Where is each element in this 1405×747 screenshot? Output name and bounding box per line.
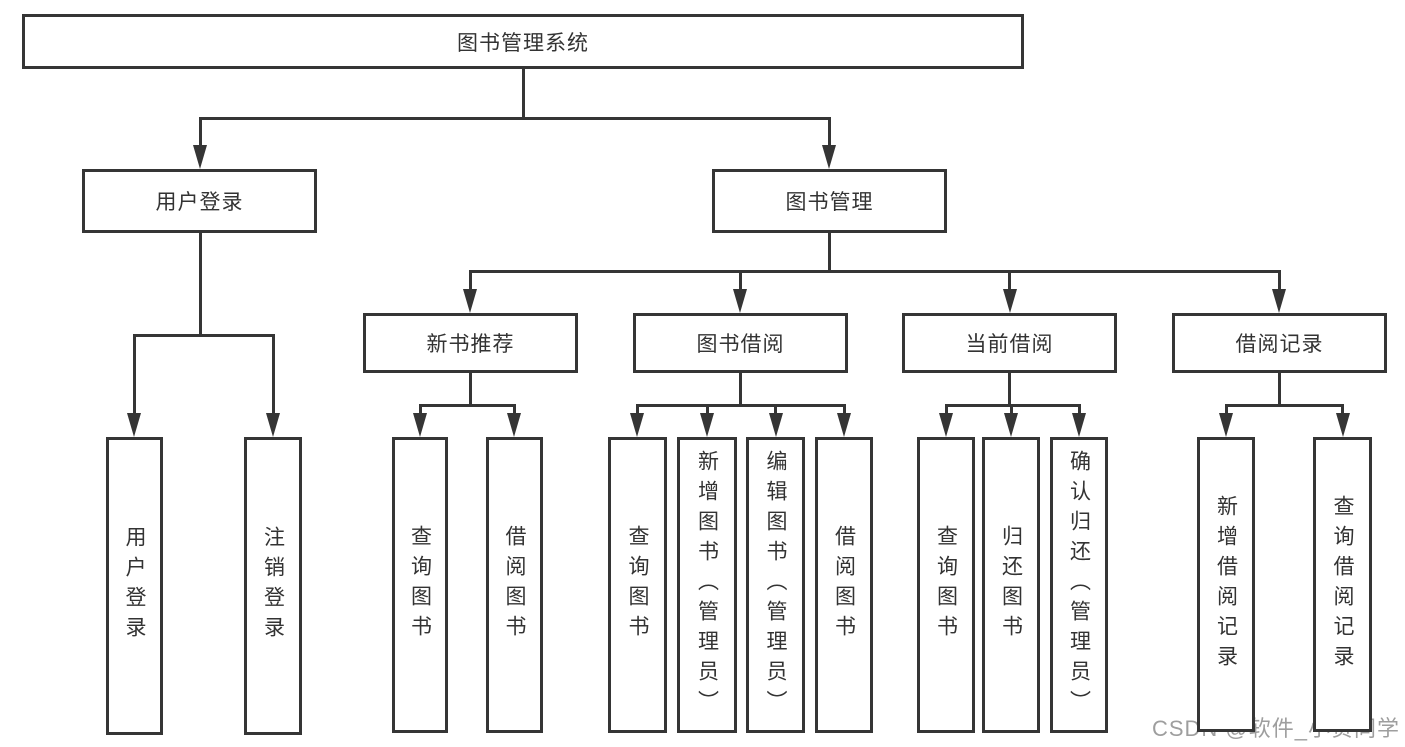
node-label-query-books-3: 查询图书: [934, 525, 958, 645]
arrowhead-down-icon: [630, 413, 644, 437]
node-return-books: 归还图书: [982, 437, 1040, 733]
connector-line: [738, 373, 742, 406]
arrowhead-down-icon: [700, 413, 714, 437]
arrowhead-down-icon: [1272, 289, 1286, 313]
connector-line: [468, 271, 472, 297]
connector-line: [827, 118, 831, 153]
arrowhead-down-icon: [413, 413, 427, 437]
node-label-query-borrow-record: 查询借阅记录: [1331, 494, 1354, 675]
arrowhead-down-icon: [463, 289, 477, 313]
arrowhead-down-icon: [1002, 289, 1017, 313]
node-add-books-admin: 新增图书（管理员）: [677, 437, 737, 733]
arrowhead-down-icon: [193, 145, 207, 169]
node-label-borrow-books-1: 借阅图书: [503, 525, 526, 645]
node-label-book-mgmt: 图书管理: [785, 191, 874, 214]
arrowhead-down-icon: [939, 413, 953, 437]
node-root: 图书管理系统: [22, 14, 1024, 69]
connector-line: [944, 403, 1081, 407]
node-query-books-2: 查询图书: [608, 437, 667, 733]
node-current-borrow: 当前借阅: [902, 313, 1117, 373]
node-label-user-login-leaf: 用户登录: [123, 526, 146, 646]
node-label-add-borrow-record: 新增借阅记录: [1214, 494, 1238, 675]
node-query-borrow-record: 查询借阅记录: [1313, 437, 1372, 732]
node-borrow-books-1: 借阅图书: [486, 437, 543, 733]
node-add-borrow-record: 新增借阅记录: [1197, 437, 1255, 732]
node-label-root: 图书管理系统: [457, 31, 589, 55]
connector-line: [1277, 271, 1281, 297]
node-label-edit-books-admin: 编辑图书（管理员）: [764, 450, 787, 720]
arrowhead-down-icon: [1004, 413, 1018, 437]
arrowhead-down-icon: [1072, 413, 1086, 437]
node-label-book-borrow: 图书借阅: [696, 333, 785, 356]
arrowhead-down-icon: [266, 413, 280, 437]
arrowhead-down-icon: [837, 413, 851, 437]
node-edit-books-admin: 编辑图书（管理员）: [746, 437, 805, 733]
connector-line: [827, 233, 831, 272]
connector-line: [1007, 373, 1011, 406]
node-label-logout-leaf: 注销登录: [261, 526, 285, 646]
node-confirm-return-admin: 确认归还（管理员）: [1050, 437, 1108, 733]
connector-line: [1277, 373, 1281, 406]
connector-line: [198, 117, 831, 120]
connector-line: [521, 69, 525, 119]
node-label-borrow-books-2: 借阅图书: [832, 525, 856, 645]
node-borrow-records: 借阅记录: [1172, 313, 1387, 373]
node-query-books-3: 查询图书: [917, 437, 975, 733]
arrowhead-down-icon: [127, 413, 141, 437]
arrowhead-down-icon: [507, 413, 521, 437]
node-label-borrow-records: 借阅记录: [1235, 333, 1324, 356]
arrowhead-down-icon: [1335, 413, 1350, 437]
connector-line: [1008, 271, 1011, 297]
node-user-login: 用户登录: [82, 169, 317, 233]
node-label-query-books-1: 查询图书: [408, 525, 432, 645]
connector-line: [738, 271, 742, 297]
connector-line: [1224, 403, 1344, 407]
node-query-books-1: 查询图书: [392, 437, 448, 733]
arrowhead-down-icon: [822, 145, 836, 169]
arrowhead-down-icon: [768, 413, 783, 437]
node-label-query-books-2: 查询图书: [626, 525, 649, 645]
node-book-mgmt: 图书管理: [712, 169, 947, 233]
connector-line: [198, 233, 202, 335]
node-new-book-rec: 新书推荐: [363, 313, 578, 373]
connector-line: [198, 118, 202, 153]
connector-line: [468, 269, 1281, 273]
node-book-borrow: 图书借阅: [633, 313, 848, 373]
node-user-login-leaf: 用户登录: [106, 437, 163, 735]
arrowhead-down-icon: [1219, 413, 1233, 437]
arrowhead-down-icon: [733, 289, 747, 313]
connector-line: [271, 335, 275, 421]
node-borrow-books-2: 借阅图书: [815, 437, 873, 733]
node-label-new-book-rec: 新书推荐: [426, 333, 515, 356]
connector-line: [132, 333, 275, 337]
node-label-return-books: 归还图书: [999, 525, 1023, 645]
node-label-add-books-admin: 新增图书（管理员）: [695, 450, 719, 720]
node-label-current-borrow: 当前借阅: [965, 333, 1054, 356]
node-logout-leaf: 注销登录: [244, 437, 302, 735]
node-label-user-login: 用户登录: [155, 191, 244, 214]
node-label-confirm-return-admin: 确认归还（管理员）: [1067, 450, 1091, 720]
connector-line: [418, 403, 516, 407]
connector-line: [132, 335, 136, 421]
connector-line: [468, 373, 472, 406]
